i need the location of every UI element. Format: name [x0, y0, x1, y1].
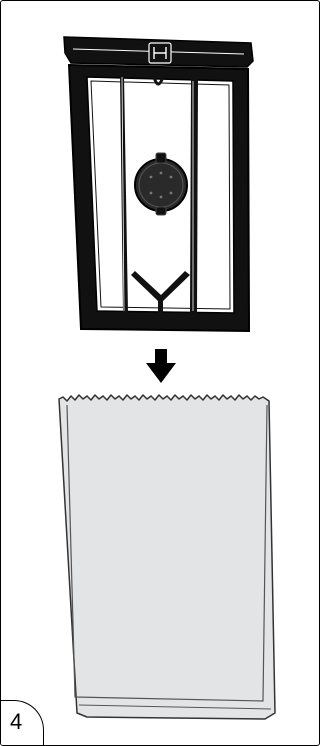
- down-arrow-icon: [146, 349, 176, 383]
- filter-holder-frame: [63, 36, 254, 333]
- filter-bag: [58, 394, 276, 720]
- step-number: 4: [10, 709, 23, 734]
